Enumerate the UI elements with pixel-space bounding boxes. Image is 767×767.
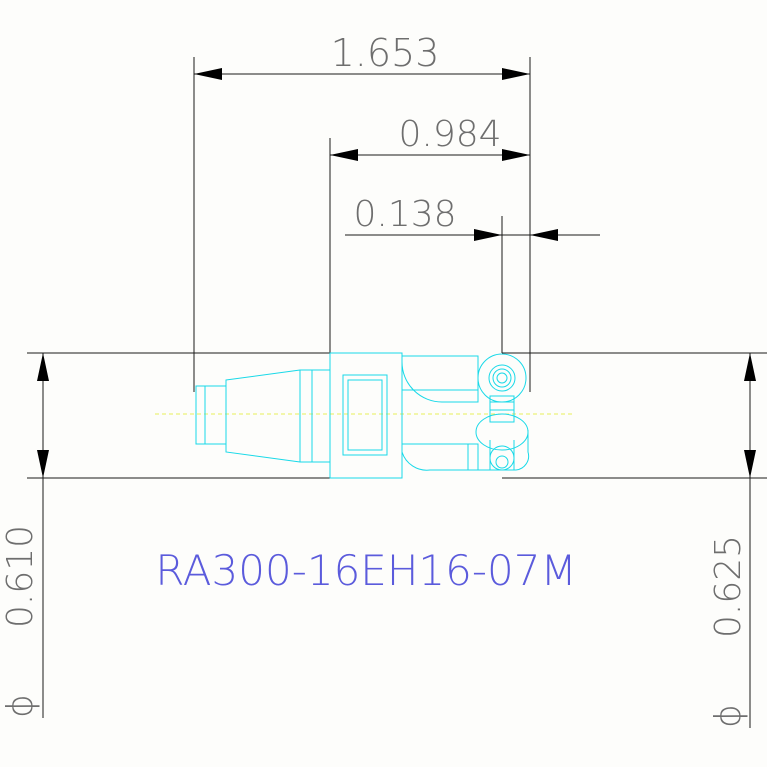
arrow-down-head [37,450,49,478]
left-diameter-label: 0.610 [0,525,41,628]
diameter-symbol: ϕ [0,694,41,718]
body-length-label: 0.984 [398,114,501,155]
part-number-label: RA300-16EH16-07M [155,546,576,595]
arrow-up-head [37,353,49,381]
arrow-left-head [330,149,358,161]
dimension-offset: 0.138 [345,194,600,353]
arrow-up-head [744,353,756,381]
overall-length-label: 1.653 [331,31,440,75]
part-outline [195,352,530,479]
arrow-left-head [530,229,558,241]
arrow-right-head [502,68,530,80]
dimension-right-diameter: ϕ 0.625 [502,352,767,728]
arrow-down-head [744,450,756,478]
arrow-right-head [474,229,502,241]
offset-label: 0.138 [353,194,456,235]
arrow-left-head [194,68,222,80]
dimension-body-length: 0.984 [329,114,530,355]
dimension-left-diameter: ϕ 0.610 [0,352,330,718]
arrow-right-head [502,149,530,161]
dimension-overall-length: 1.653 [193,31,531,392]
diameter-symbol: ϕ [708,704,749,728]
right-diameter-label: 0.625 [708,535,749,638]
